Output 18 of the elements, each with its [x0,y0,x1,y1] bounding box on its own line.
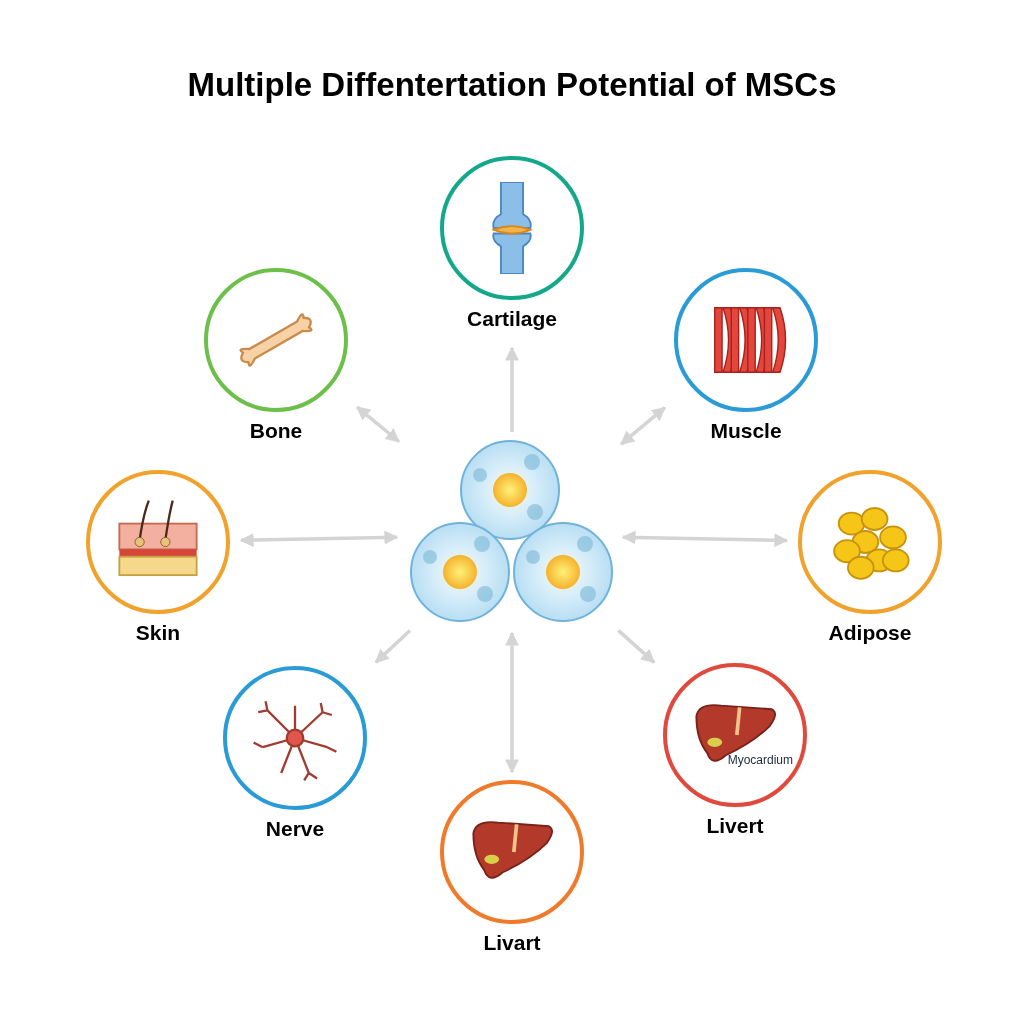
tissue-label: Bone [249,420,303,441]
tissue-label: Livart [483,932,541,953]
arrow [617,629,656,664]
tissue-label: Muscle [710,420,782,441]
arrow [621,530,789,548]
tissue-label: Skin [135,622,181,643]
inner-label: Myocardium [727,752,793,769]
tissue-label: Adipose [828,622,912,643]
arrow [505,631,519,774]
arrow [239,530,399,548]
tissue-label: Livert [706,815,764,836]
arrow [505,346,519,432]
diagram-title: Multiple Diffentertation Potential of MSCs [186,65,838,105]
arrow [356,405,400,443]
arrow [620,406,666,446]
tissue-label: Nerve [265,818,325,839]
tissue-label: Cartilage [467,308,557,329]
arrow [374,629,412,664]
